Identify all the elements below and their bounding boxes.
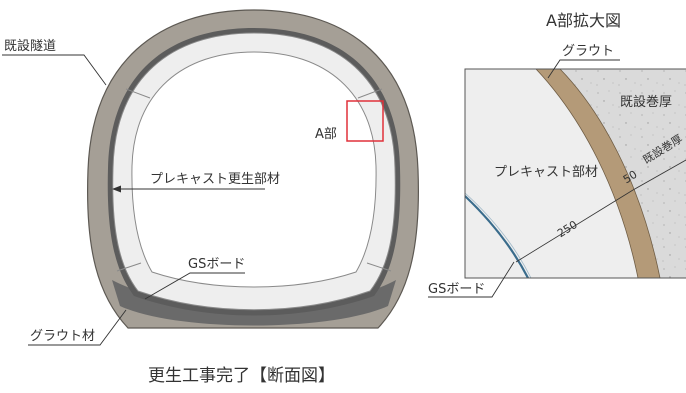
detail-view xyxy=(464,68,686,279)
main-leaders xyxy=(2,54,265,346)
detail-gs-board xyxy=(465,195,529,278)
label-dim-50: 50 xyxy=(621,168,640,186)
leader-gs-board xyxy=(144,272,245,300)
leader-existing-tunnel xyxy=(2,54,107,86)
dim-line-250 xyxy=(515,189,634,263)
arrowhead-precast xyxy=(112,185,121,193)
label-precast-member: プレキャスト更生部材 xyxy=(150,172,280,187)
detail-grout-band xyxy=(535,69,661,278)
detail-existing-lining xyxy=(560,69,686,278)
detail-frame xyxy=(464,68,686,279)
diagram-caption: 更生工事完了【断面図】 xyxy=(148,366,335,386)
tunnel-inner-space xyxy=(131,51,377,288)
label-gs-board-detail: GSボード xyxy=(428,282,485,297)
detail-leaders xyxy=(428,59,620,298)
label-existing-lining: 既設巻厚 xyxy=(620,94,672,110)
segment-joint-right-upper xyxy=(357,88,383,99)
segment-joint-left-lower xyxy=(116,262,142,272)
part-a-highlight xyxy=(346,100,384,142)
label-grout-material: グラウト材 xyxy=(30,329,95,344)
label-precast-member-detail: プレキャスト部材 xyxy=(494,165,598,180)
label-part-a: A部 xyxy=(315,127,337,142)
dim-line-50 xyxy=(632,159,686,191)
label-grout: グラウト xyxy=(562,44,614,59)
leader-gs-board-detail xyxy=(428,261,515,298)
segment-joint-right-lower xyxy=(366,262,392,272)
leader-grout-material xyxy=(28,309,127,346)
tunnel-cross-section xyxy=(87,9,419,329)
grout-fill-invert xyxy=(112,280,396,326)
label-existing-tunnel: 既設隧道 xyxy=(4,38,56,54)
label-gs-board: GSボード xyxy=(188,257,245,272)
detail-title: A部拡大図 xyxy=(546,11,621,30)
leader-grout xyxy=(547,59,620,79)
segment-joint-left-upper xyxy=(125,88,151,99)
